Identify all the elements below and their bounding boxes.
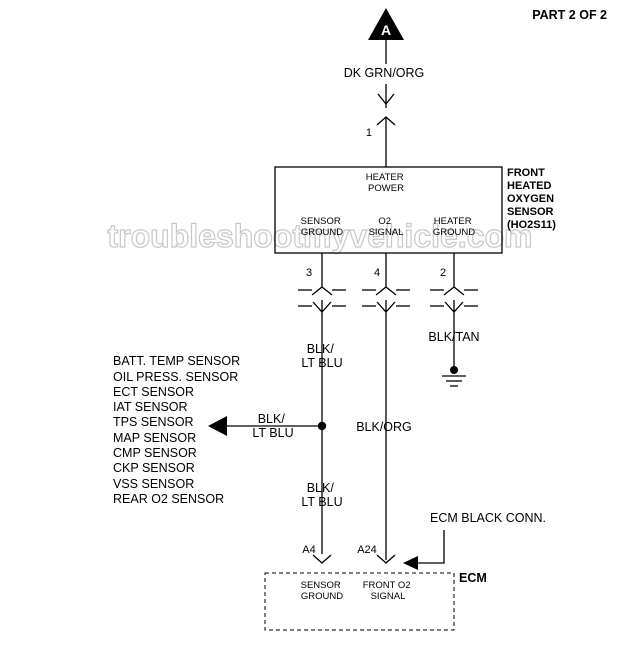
ecm-box <box>264 572 455 631</box>
ground-icon <box>442 366 466 387</box>
ecm-pin-a4-icon <box>312 554 332 564</box>
heater-power-label: HEATER POWER <box>366 172 406 194</box>
o2-sensor-title: FRONT HEATED OXYGEN SENSOR (HO2S11) <box>507 167 557 231</box>
pin-2: 2 <box>440 267 446 279</box>
wire-label-sensor-ground-lower: BLK/ LT BLU <box>301 481 342 509</box>
wire-label-ground: BLK/TAN <box>428 330 479 344</box>
wire-arrow-icon <box>377 93 395 106</box>
page-label: PART 2 OF 2 <box>532 8 607 22</box>
connector-pin-2-icon <box>443 286 465 296</box>
connector-a-symbol: A <box>368 8 404 40</box>
ecm-pin-a24-icon <box>376 554 396 564</box>
pin-1: 1 <box>366 127 372 139</box>
wire-label-sensor-ground-branch: BLK/ LT BLU <box>252 412 293 440</box>
o2-signal-label: O2 SIGNAL <box>369 216 404 238</box>
connector-break-icon <box>298 289 478 307</box>
pin-4: 4 <box>374 267 380 279</box>
connector-pin-4-icon <box>375 286 397 296</box>
ecm-sensor-ground-label: SENSOR GROUND <box>301 580 344 602</box>
pin-a4: A4 <box>302 544 315 556</box>
connector-letter: A <box>381 22 391 38</box>
sensor-ground-label: SENSOR GROUND <box>301 216 344 238</box>
wire-label-signal: BLK/ORG <box>356 420 412 434</box>
wire-label-sensor-ground-upper: BLK/ LT BLU <box>301 342 342 370</box>
ecm-title: ECM <box>459 571 487 585</box>
pin-3: 3 <box>306 267 312 279</box>
connector-pin-1-icon <box>376 116 396 126</box>
ecm-connector-pointer <box>418 530 445 564</box>
heater-ground-label: HEATER GROUND <box>433 216 475 238</box>
wire-label-top: DK GRN/ORG <box>344 66 425 80</box>
watermark: troubleshootmyvehicle.com <box>108 218 533 254</box>
connector-pin-3-icon <box>311 286 333 296</box>
o2-sensor-box <box>274 166 503 254</box>
pin-a24: A24 <box>357 544 377 556</box>
ecm-connector-label: ECM BLACK CONN. <box>430 511 546 525</box>
ecm-connector-arrow-icon <box>403 556 418 570</box>
shared-sensor-list: BATT. TEMP SENSOR OIL PRESS. SENSOR ECT … <box>113 354 244 506</box>
ecm-o2-signal-label: FRONT O2 SIGNAL <box>363 580 414 602</box>
shared-circuit-arrow-icon <box>208 416 227 436</box>
